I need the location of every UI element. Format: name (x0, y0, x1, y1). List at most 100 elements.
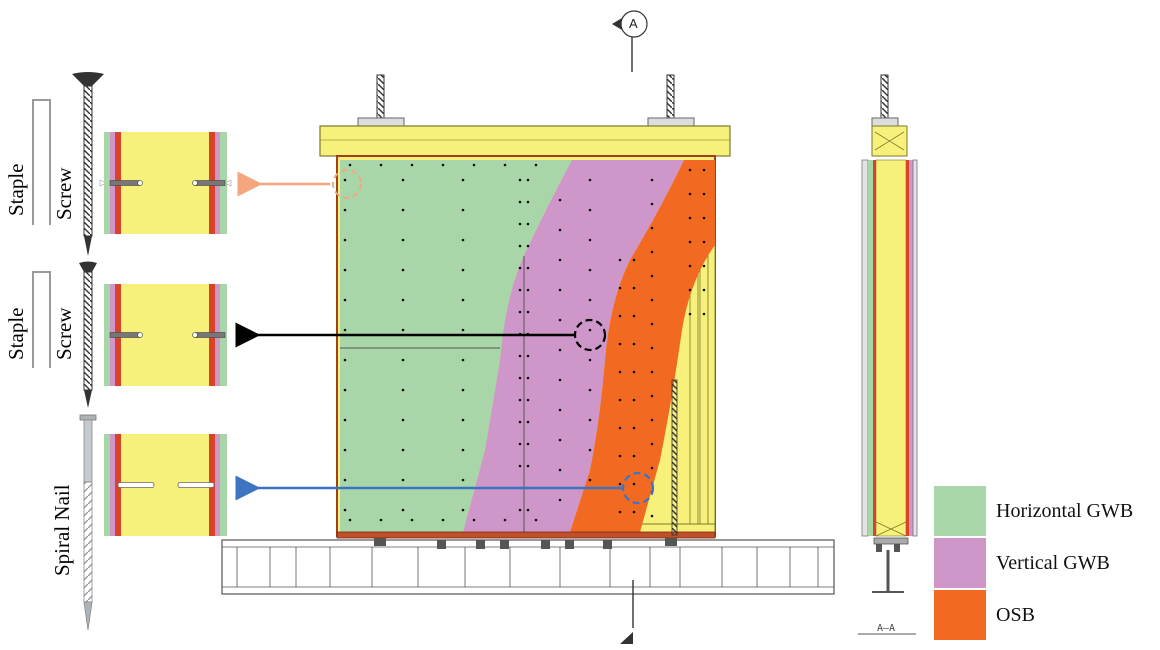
fastener-dot (518, 442, 522, 446)
fastener-dot (441, 163, 445, 167)
fastener-dot (632, 398, 636, 402)
label-staple-middle: Staple (4, 307, 28, 361)
fastener-dot (588, 328, 592, 332)
base-steel-beam (221, 539, 835, 595)
fastener-dot (343, 448, 347, 452)
fastener-dot (343, 178, 347, 182)
fastener-dot (688, 192, 692, 196)
fastener-detail-panel (104, 284, 227, 386)
fastener-dot (472, 518, 476, 522)
fastener-dot (702, 312, 706, 316)
fastener-dot (401, 448, 405, 452)
fastener-dot (632, 510, 636, 514)
fastener-dot (688, 168, 692, 172)
fastener-dot (688, 216, 692, 220)
fastener-dot (650, 178, 654, 182)
fastener-dot (526, 266, 530, 270)
fastener-dot (518, 376, 522, 380)
fastener-dot (558, 318, 562, 322)
fastener-dot (401, 208, 405, 212)
fastener-dot (650, 370, 654, 374)
fastener-dot (688, 264, 692, 268)
fastener-dot (650, 226, 654, 230)
fastener-dot (518, 354, 522, 358)
label-staple-top: Staple (4, 163, 28, 217)
fastener-dot (534, 163, 538, 167)
fastener-dot (526, 178, 530, 182)
fastener-dot (702, 288, 706, 292)
fastener-dot (503, 518, 507, 522)
fastener-dot (343, 208, 347, 212)
fastener-dot (410, 518, 414, 522)
anchor-bolts (374, 538, 677, 549)
staple-icon-middle (32, 271, 51, 368)
fastener-dot (650, 394, 654, 398)
fastener-dot (343, 238, 347, 242)
fastener-dot (461, 358, 465, 362)
fastener-dot (618, 454, 622, 458)
fastener-dot (588, 418, 592, 422)
fastener-dot (632, 286, 636, 290)
fastener-dot (343, 478, 347, 482)
fastener-dot (588, 358, 592, 362)
fastener-dot (343, 418, 347, 422)
fastener-dot (526, 376, 530, 380)
fastener-dot (379, 163, 383, 167)
fastener-dot (526, 420, 530, 424)
fastener-dot (461, 328, 465, 332)
fastener-dot (588, 268, 592, 272)
fastener-dot (632, 370, 636, 374)
fastener-dot (518, 222, 522, 226)
fastener-dot (461, 478, 465, 482)
fastener-detail-panel (99, 132, 232, 234)
screw-icon-top (72, 72, 104, 256)
section-view (858, 74, 918, 635)
fastener-dot (618, 398, 622, 402)
fastener-dot (343, 508, 347, 512)
fastener-dot (632, 454, 636, 458)
fastener-dot (650, 322, 654, 326)
fastener-dot (401, 418, 405, 422)
fastener-dot (461, 508, 465, 512)
fastener-dot (588, 478, 592, 482)
section-caption: A–A (877, 623, 896, 634)
fastener-dot (588, 298, 592, 302)
legend-label-horizontal-gwb: Horizontal GWB (996, 500, 1134, 522)
fastener-dot (688, 240, 692, 244)
fastener-dot (588, 178, 592, 182)
fastener-dot (518, 288, 522, 292)
fastener-dot (348, 163, 352, 167)
fastener-dot (401, 358, 405, 362)
fastener-dot (343, 268, 347, 272)
fastener-dot (503, 163, 507, 167)
fastener-dot (343, 328, 347, 332)
fastener-dot (461, 298, 465, 302)
fastener-dot (618, 258, 622, 262)
fastener-dot (650, 298, 654, 302)
fastener-dot (343, 388, 347, 392)
section-marker-bottom (620, 580, 634, 644)
fastener-dot (650, 346, 654, 350)
fastener-dot (650, 442, 654, 446)
fastener-dot (558, 258, 562, 262)
staple-icon-top (32, 99, 51, 225)
fastener-dot (688, 312, 692, 316)
legend-label-osb: OSB (996, 604, 1035, 626)
spiral-nail-icon (79, 414, 97, 631)
fastener-dot (526, 398, 530, 402)
legend-swatch-vertical-gwb (934, 538, 986, 588)
label-screw-top: Screw (52, 167, 76, 220)
fastener-dot (461, 208, 465, 212)
legend-swatch-horizontal-gwb (934, 486, 986, 536)
fastener-dot (526, 442, 530, 446)
fastener-dot (401, 238, 405, 242)
fastener-dot (526, 464, 530, 468)
fastener-dot (632, 342, 636, 346)
fastener-dot (618, 426, 622, 430)
fastener-dot (518, 200, 522, 204)
fastener-dot (618, 510, 622, 514)
callout-circle-bottom (621, 471, 655, 505)
fastener-dot (632, 258, 636, 262)
fastener-dot (518, 508, 522, 512)
fastener-dot (518, 244, 522, 248)
